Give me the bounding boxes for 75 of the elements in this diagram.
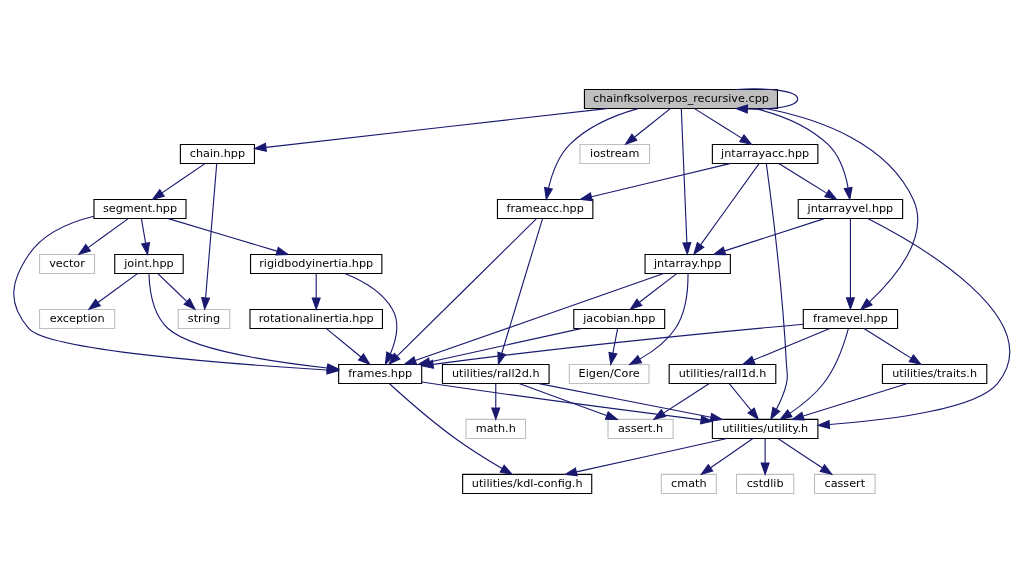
node-box: joint.hpp — [114, 253, 184, 274]
node-box: utilities/utility.h — [711, 418, 819, 439]
arrow — [403, 272, 665, 365]
node-box: cstdlib — [735, 473, 795, 494]
arrow — [765, 107, 919, 311]
arrow — [728, 382, 760, 421]
node-box: cassert — [813, 473, 876, 494]
node-box: iostream — [579, 143, 651, 164]
arrow — [693, 107, 753, 145]
node-box: assert.h — [607, 418, 674, 439]
arrow — [140, 217, 151, 256]
arrow — [790, 382, 908, 420]
node-box: utilities/rall2d.h — [441, 363, 550, 384]
arrow — [491, 382, 501, 421]
arrow — [608, 327, 619, 366]
arrow — [816, 217, 1011, 429]
node-box: exception — [39, 308, 116, 329]
arrow — [624, 107, 671, 145]
node-box: rotationalinertia.hpp — [249, 308, 383, 329]
node-box: frames.hpp — [338, 363, 423, 384]
node-box: frameacc.hpp — [496, 198, 594, 219]
arrow — [712, 217, 825, 255]
arrow — [628, 272, 689, 365]
arrow — [421, 380, 714, 424]
node-box: chain.hpp — [179, 143, 256, 164]
arrow — [692, 162, 760, 256]
node-box: utilities/kdl-config.h — [462, 473, 593, 494]
arrow — [734, 87, 799, 114]
arrow — [167, 217, 290, 256]
arrow — [563, 437, 728, 476]
arrow — [863, 327, 923, 365]
node-box: string — [177, 308, 231, 329]
arrow — [629, 272, 678, 310]
arrow — [311, 272, 321, 311]
node-box: jntarrayacc.hpp — [711, 143, 819, 164]
node-box: rigidbodyinertia.hpp — [250, 253, 383, 274]
arrow — [777, 437, 834, 475]
arrow — [253, 107, 608, 152]
arrow — [518, 382, 619, 420]
arrow — [497, 217, 544, 366]
arrow — [543, 107, 639, 201]
arrow — [200, 162, 218, 311]
node-box: framevel.hpp — [802, 308, 899, 329]
arrow — [416, 327, 582, 366]
node-box: utilities/traits.h — [881, 363, 988, 384]
arrow — [778, 162, 838, 200]
node-box: segment.hpp — [93, 198, 187, 219]
arrow — [151, 162, 206, 200]
node-box: jacobian.hpp — [573, 308, 666, 329]
arrow — [699, 437, 754, 475]
arrow — [760, 437, 770, 476]
arrow — [741, 327, 831, 365]
node-box: math.h — [465, 418, 527, 439]
arrow — [538, 382, 724, 422]
arrow — [387, 217, 537, 365]
arrow — [344, 272, 398, 366]
arrow — [388, 382, 514, 475]
arrow — [652, 382, 710, 420]
node-box: Eigen/Core — [568, 363, 650, 384]
arrow — [325, 327, 371, 365]
arrow — [87, 272, 138, 310]
node-box: vector — [39, 253, 96, 274]
arrow — [680, 107, 692, 256]
arrow — [578, 162, 731, 201]
node-box: jntarray.hpp — [644, 253, 731, 274]
node-box: utilities/rall1d.h — [668, 363, 777, 384]
arrow — [765, 162, 788, 421]
node-box: cmath — [660, 473, 717, 494]
arrow — [845, 217, 856, 311]
arrow — [754, 107, 853, 201]
node-box: jntarrayvel.hpp — [797, 198, 904, 219]
arrow — [157, 272, 197, 310]
arrow — [77, 217, 129, 255]
arrow — [778, 327, 849, 420]
node-box: chainfksolverpos_recursive.cpp — [583, 88, 779, 109]
